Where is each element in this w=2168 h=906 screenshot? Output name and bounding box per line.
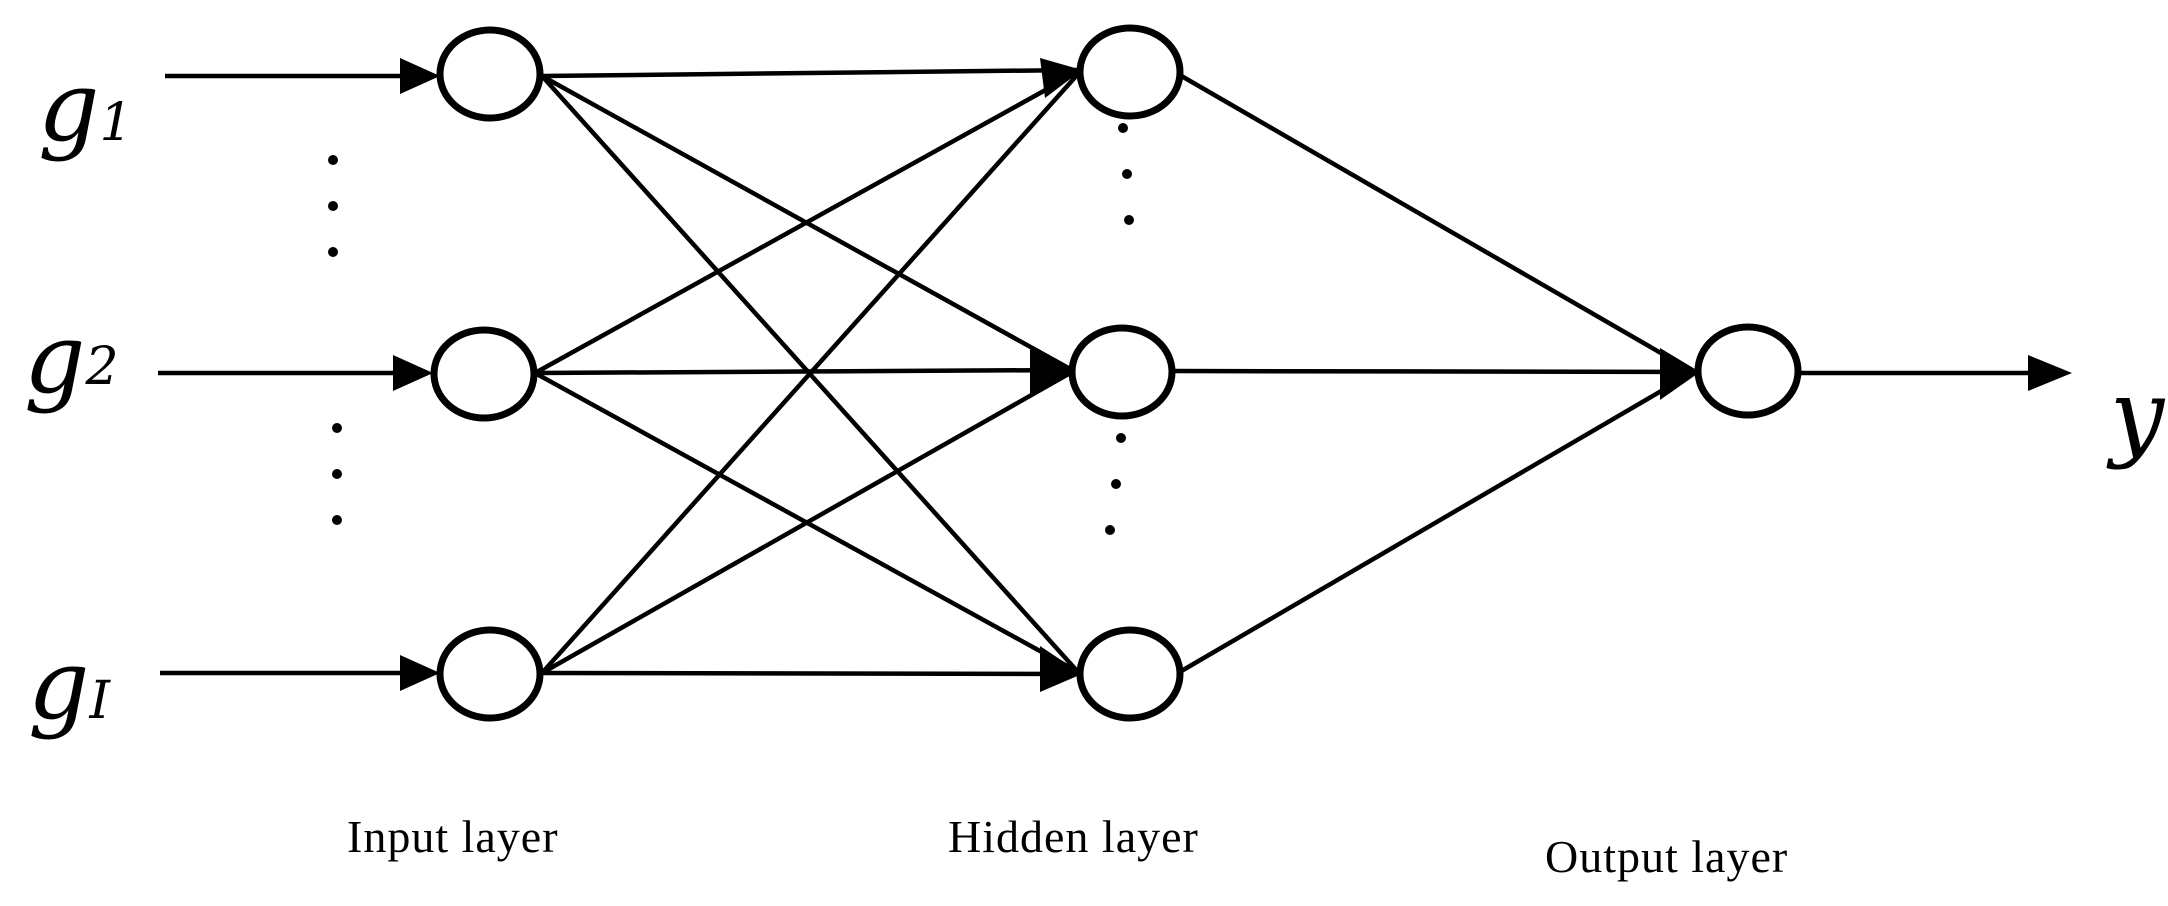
input-node-3 (436, 626, 544, 722)
input-labels: g1 g2 gI (24, 51, 133, 741)
input-label-3-base: g (28, 629, 89, 741)
input-label-3-sub: I (88, 671, 111, 731)
input-label-1: g1 (38, 51, 133, 163)
hidden-dots-lower-2 (1111, 479, 1121, 489)
edge-i3-h2 (540, 370, 1074, 675)
output-arrowhead (2028, 355, 2072, 391)
hidden-dots-upper-2 (1122, 169, 1132, 179)
input-label-1-base: g (38, 51, 99, 163)
input-dots-lower-1 (332, 423, 342, 433)
output-layer-label: Output layer (1545, 831, 1788, 882)
hidden-arrowheads (1030, 58, 1082, 692)
output-node (1694, 323, 1802, 419)
layer-labels: Input layer Hidden layer Output layer (347, 811, 1788, 882)
hidden-layer-label: Hidden layer (948, 811, 1199, 862)
hidden-layer-nodes (1068, 24, 1184, 722)
hidden-dots-upper-1 (1118, 123, 1128, 133)
edge-h3-o (1176, 371, 1694, 675)
hidden-arrowhead-1 (1040, 58, 1082, 98)
hidden-output-connections (1171, 72, 1700, 675)
input-dots-lower-2 (332, 469, 342, 479)
output-arrow (1800, 355, 2072, 391)
input-hidden-connections (533, 67, 1080, 677)
input-label-2-base: g (24, 303, 85, 415)
output-arrowhead-in (1660, 348, 1700, 400)
input-dots-upper-1 (328, 155, 338, 165)
input-arrowhead-1 (400, 58, 440, 94)
edge-i2-h2 (534, 367, 1073, 376)
hidden-arrowhead-3 (1040, 646, 1082, 692)
input-node-1 (436, 26, 544, 122)
input-arrows (158, 58, 440, 691)
hidden-node-3 (1076, 626, 1184, 722)
hidden-dots-lower-1 (1116, 433, 1126, 443)
hidden-dots-upper-3 (1124, 215, 1134, 225)
input-arrowhead-2 (393, 355, 433, 391)
input-node-2 (430, 326, 538, 422)
input-label-2: g2 (24, 303, 119, 415)
edge-i2-h1 (533, 70, 1080, 375)
hidden-arrowhead-2a (1030, 348, 1076, 396)
input-arrowhead-3 (400, 655, 440, 691)
input-label-1-sub: 1 (99, 93, 132, 153)
input-dots-lower-3 (332, 515, 342, 525)
input-layer-label: Input layer (347, 811, 559, 862)
hidden-dots-lower-3 (1105, 525, 1115, 535)
edge-h2-o (1171, 368, 1693, 375)
edge-i1-h1 (541, 67, 1079, 79)
output-layer-nodes (1694, 323, 1802, 419)
edge-i3-h3 (541, 670, 1079, 677)
input-dots-upper-3 (328, 247, 338, 257)
input-dots-upper-2 (328, 201, 338, 211)
input-layer-nodes (430, 26, 544, 722)
edge-h1-o (1176, 72, 1694, 373)
hidden-node-2 (1068, 324, 1176, 420)
input-label-2-sub: 2 (84, 337, 118, 397)
edge-i3-h1 (540, 72, 1080, 675)
hidden-node-1 (1076, 24, 1184, 120)
input-label-3: gI (28, 629, 111, 741)
output-label: y (2106, 359, 2166, 471)
ellipsis-dots (328, 123, 1134, 535)
